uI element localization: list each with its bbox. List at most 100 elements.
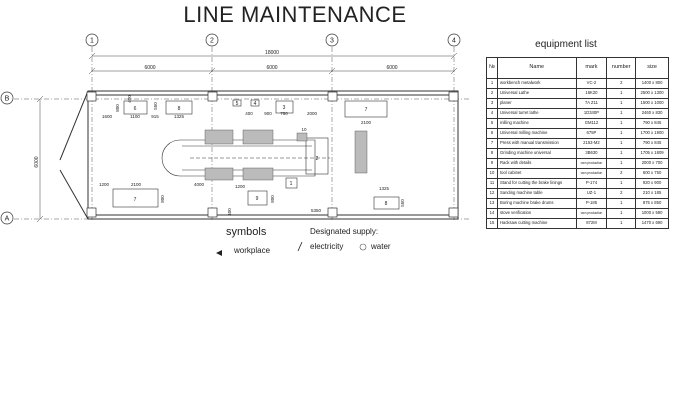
row-number: 11 [486, 178, 498, 189]
row-count: 1 [606, 208, 637, 219]
equipment-list-title: equipment list [535, 39, 597, 50]
row-size: 1700 x 1900 [635, 128, 669, 139]
dim-5350: 5350 [311, 208, 322, 213]
axis-3: 3 [330, 38, 334, 45]
row-mark: VC-2 [575, 78, 608, 89]
dim-915: 915 [151, 114, 159, 119]
dim-span1: 6000 [144, 65, 155, 71]
item-1: 1 [290, 181, 293, 187]
workplace-label: workplace [233, 246, 271, 255]
dim-1200b: 1200 [235, 184, 246, 189]
dim-span3: 6000 [386, 65, 397, 71]
dim-total: 18000 [265, 50, 279, 56]
dim-400b: 400 [127, 95, 132, 103]
dim-2000: 2000 [307, 111, 318, 116]
row-size: 2500 x 1300 [635, 88, 669, 99]
dim-1200a: 1200 [99, 182, 110, 187]
row-count: 1 [606, 138, 637, 149]
row-number: 10 [486, 168, 498, 179]
item-4: 4 [254, 101, 257, 107]
dim-800c: 800 [270, 195, 275, 203]
dim-900: 900 [264, 111, 272, 116]
row-number: 14 [486, 208, 498, 219]
row-name: Universal Lathe [496, 88, 577, 99]
item-8: 8 [178, 106, 181, 112]
row-name: Universal milling machine [496, 128, 577, 139]
row-number: 1 [486, 78, 498, 89]
col-count: number [606, 57, 637, 79]
row-mark: P-174 [575, 178, 608, 189]
dim-4000: 4000 [194, 182, 205, 187]
dim-400a: 400 [245, 111, 253, 116]
item-9: 9 [256, 196, 259, 202]
item-6: 6 [134, 106, 137, 112]
item-7a: 7 [365, 107, 368, 113]
row-number: 15 [486, 218, 498, 229]
dim-height: 6000 [34, 156, 40, 167]
row-size: 1705 x 1809 [635, 148, 669, 159]
row-size: 1470 x 690 [635, 218, 669, 229]
row-size: 210 x 185 [635, 188, 669, 199]
row-number: 12 [486, 188, 498, 199]
row-size: 2460 x 830 [635, 108, 669, 119]
item-8b: 8 [385, 201, 388, 207]
row-name: Hacksaw cutting machine [496, 218, 577, 229]
water-label: water [370, 242, 391, 251]
row-count: 2 [606, 78, 637, 89]
row-mark: 3B630 [575, 148, 608, 159]
row-mark: 16K20 [575, 88, 608, 99]
row-size: 2000 x 700 [635, 158, 669, 169]
row-count: 1 [606, 218, 637, 229]
row-count: 2 [606, 168, 637, 179]
row-name: planer [496, 98, 577, 109]
row-count: 1 [606, 88, 637, 99]
row-count: 1 [606, 148, 637, 159]
dim-750: 750 [280, 111, 288, 116]
col-size: size [635, 57, 669, 79]
row-count: 1 [606, 98, 637, 109]
row-count: 1 [606, 118, 637, 129]
row-name: Stand for cutting the brake linings [496, 178, 577, 189]
row-name: Grinding machine universal [496, 148, 577, 159]
row-size: 1400 x 800 [635, 78, 669, 89]
electricity-label: electricity [310, 242, 343, 251]
axis-b: B [5, 96, 10, 103]
row-mark: UZ-1 [575, 188, 608, 199]
row-size: 875 x 850 [635, 198, 669, 209]
supply-title: Designated supply: [310, 227, 379, 236]
row-size: 920 x 900 [635, 178, 669, 189]
row-name: Sanding machine table [496, 188, 577, 199]
row-name: Rack with details [496, 158, 577, 169]
row-size: 790 x 845 [635, 118, 669, 129]
row-size: 600 x 750 [635, 168, 669, 179]
col-number: № [486, 57, 498, 79]
water-icon [359, 243, 367, 251]
item-5: 5 [236, 101, 239, 107]
row-mark: own production [575, 168, 608, 179]
row-mark: GM112 [575, 118, 608, 129]
dim-1100: 1100 [130, 114, 140, 119]
axis-1: 1 [90, 38, 94, 45]
row-count: 1 [606, 108, 637, 119]
row-number: 4 [486, 108, 498, 119]
dim-550: 550 [153, 102, 158, 110]
row-count: 2 [606, 188, 637, 199]
row-number: 5 [486, 118, 498, 129]
axis-4: 4 [452, 38, 456, 45]
col-name: Name [496, 57, 577, 79]
dim-800b: 800 [160, 195, 165, 203]
row-count: 1 [606, 178, 637, 189]
dim-2100a: 2100 [361, 120, 372, 125]
